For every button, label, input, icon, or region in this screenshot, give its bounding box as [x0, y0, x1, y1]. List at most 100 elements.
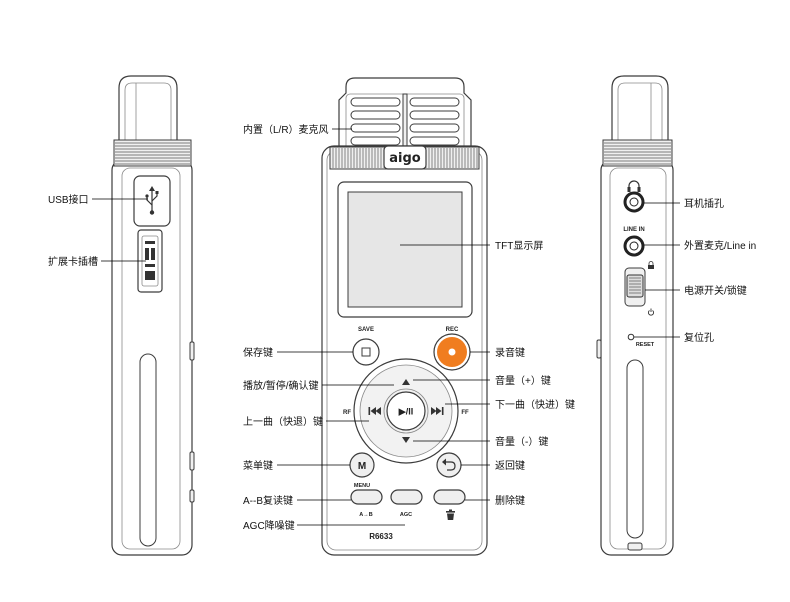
- card-slot-mark: [145, 264, 155, 267]
- ff-label: FF: [461, 410, 469, 416]
- skip-back-arrow: [370, 407, 376, 415]
- trash-icon: [446, 509, 455, 520]
- mic-slot: [409, 123, 460, 133]
- record-dot-icon: [448, 348, 456, 356]
- mic-slot: [350, 97, 401, 107]
- triangle-up-icon: [402, 379, 410, 385]
- square-icon: [361, 347, 371, 357]
- back-button: [436, 452, 462, 478]
- side-button: [189, 451, 195, 471]
- tft-screen: [347, 191, 463, 308]
- logo-badge: [383, 145, 427, 170]
- right-ridge-lines: [604, 142, 671, 165]
- mic-grille-divider: [402, 93, 408, 153]
- usb-icon-left-branch: [146, 197, 153, 206]
- mic-slot: [409, 110, 460, 120]
- line-in-jack-hole: [629, 241, 639, 251]
- usb-icon-left-tip: [145, 194, 149, 198]
- skip-forward-bar: [441, 407, 444, 415]
- usb-icon-arrow: [149, 186, 155, 191]
- left-mic-housing-inner: [124, 82, 172, 148]
- headphone-band: [628, 180, 640, 190]
- callout-delete: 删除键: [495, 494, 525, 507]
- callout-usb: USB接口: [48, 193, 89, 206]
- callout-play: 播放/暂停/确认键: [243, 379, 319, 392]
- reset-hole: [627, 333, 635, 341]
- power-switch-slider: [626, 274, 644, 298]
- right-side-view: LINE IN RESET: [596, 75, 674, 556]
- card-slot-mark: [151, 248, 155, 260]
- usb-icon-base: [149, 210, 155, 215]
- delete-button: [433, 489, 466, 505]
- mic-slot: [409, 136, 460, 146]
- card-slot-mark: [145, 248, 149, 260]
- play-pause-button: [386, 391, 426, 431]
- callout-agc: AGC降噪键: [243, 519, 295, 532]
- trash-can: [447, 513, 454, 520]
- save-button: [352, 338, 380, 366]
- power-icon: [647, 308, 655, 316]
- card-slot-mark: [145, 241, 155, 244]
- headphone-icon: [627, 180, 641, 192]
- trash-handle: [449, 509, 452, 511]
- callout-card-slot: 扩展卡插槽: [48, 255, 98, 268]
- callout-back: 返回键: [495, 459, 525, 472]
- callout-vol-up: 音量（+）键: [495, 374, 551, 387]
- callout-headphone: 耳机插孔: [684, 197, 724, 210]
- mic-slot: [350, 136, 401, 146]
- callout-save: 保存键: [243, 346, 273, 359]
- menu-label: MENU: [354, 483, 370, 489]
- agc-label: AGC: [400, 512, 412, 518]
- rf-label: RF: [343, 410, 351, 416]
- front-view: aigo SAVE REC ▶/II RF FF M MENU: [321, 77, 488, 556]
- callout-power: 电源开关/锁键: [684, 284, 747, 297]
- skip-back-icon: [368, 407, 381, 415]
- model-name: R6633: [369, 532, 393, 541]
- play-pause-ring: [383, 388, 429, 434]
- lock-shackle: [648, 261, 654, 265]
- headphone-cup: [637, 187, 641, 192]
- ab-label: A→B: [359, 512, 372, 518]
- headphone-cup: [627, 187, 631, 192]
- skip-back-bar: [368, 407, 371, 415]
- usb-icon-right-branch: [151, 194, 158, 202]
- rec-label: REC: [446, 327, 459, 333]
- ab-repeat-button: [350, 489, 383, 505]
- line-in-label: LINE IN: [623, 227, 644, 233]
- callout-prev: 上一曲（快退）键: [243, 415, 323, 428]
- power-icon-arc: [647, 310, 655, 316]
- skip-forward-arrow: [431, 407, 437, 415]
- callout-rec: 录音键: [495, 346, 525, 359]
- right-mic-housing: [611, 75, 669, 149]
- mic-slot: [409, 97, 460, 107]
- callout-line-in: 外置麦克/Line in: [684, 240, 756, 252]
- usb-icon: [145, 186, 159, 215]
- skip-forward-icon: [431, 407, 444, 415]
- mic-slot: [350, 110, 401, 120]
- callout-ab: A--B复读键: [243, 494, 293, 507]
- callout-mic: 内置（L/R）麦克风: [243, 123, 329, 136]
- right-ridge-band: [602, 139, 673, 167]
- trash-lid: [446, 511, 455, 513]
- callout-reset: 复位孔: [684, 331, 714, 344]
- agc-button: [390, 489, 423, 505]
- play-pause-symbol: ▶/II: [398, 407, 413, 417]
- left-ridge-band: [113, 139, 192, 167]
- side-button: [596, 339, 602, 359]
- reset-label: RESET: [636, 342, 655, 348]
- left-grip-slot: [139, 353, 157, 547]
- usb-icon-right-tip: [155, 191, 159, 194]
- brand-logo: aigo: [389, 151, 421, 166]
- lock-icon: [648, 261, 654, 269]
- left-mic-housing: [118, 75, 178, 149]
- skip-back-arrow: [375, 407, 381, 415]
- menu-button-letter: M: [358, 461, 366, 472]
- card-slot-mark: [145, 271, 155, 280]
- return-arrow-icon: [445, 461, 456, 471]
- bottom-lanyard-tab: [627, 542, 643, 551]
- side-button: [189, 489, 195, 503]
- triangle-down-icon: [402, 437, 410, 443]
- right-grip-slot: [626, 359, 644, 539]
- callout-next: 下一曲（快进）键: [495, 398, 575, 411]
